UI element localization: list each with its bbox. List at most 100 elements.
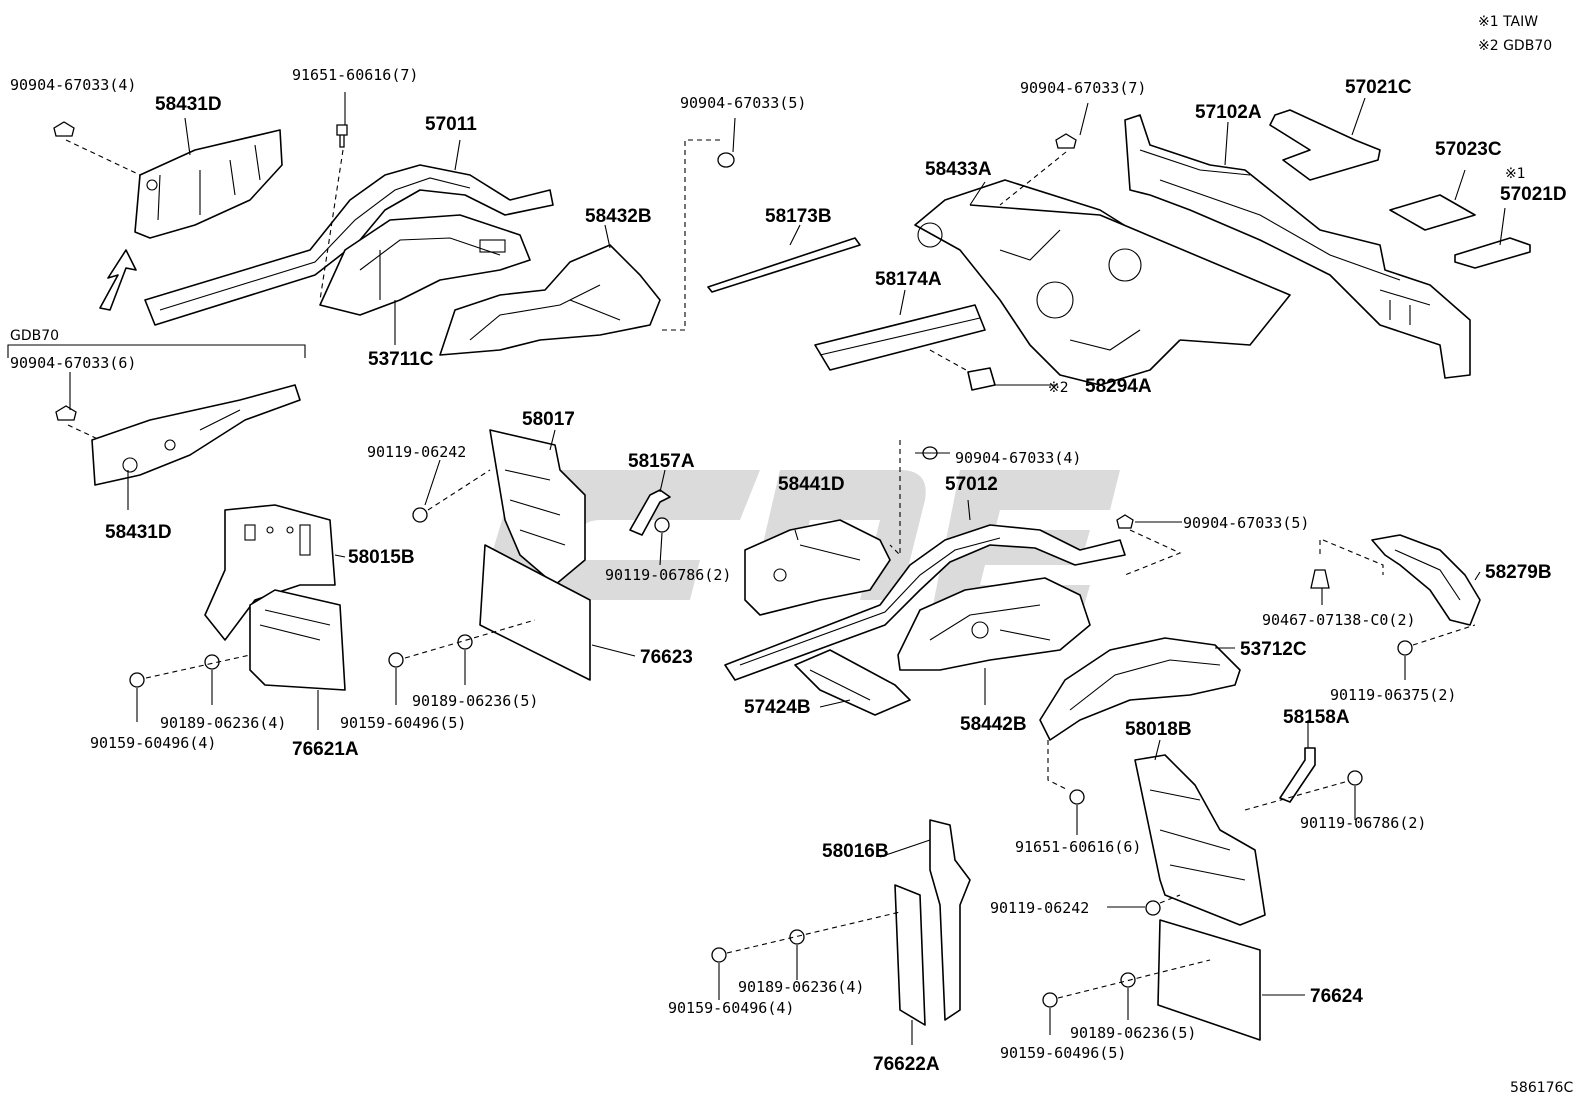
part-label-58174A[interactable]: 58174A bbox=[875, 269, 942, 290]
fastener-clip[interactable] bbox=[1116, 514, 1134, 529]
part-58279B[interactable] bbox=[1371, 534, 1481, 626]
part-label-57021C[interactable]: 57021C bbox=[1345, 77, 1412, 98]
fastener-label[interactable]: 90119-06786(2) bbox=[605, 566, 731, 584]
part-label-58432B[interactable]: 58432B bbox=[585, 206, 652, 227]
fastener-bolt[interactable] bbox=[1145, 900, 1161, 916]
part-label-58016B[interactable]: 58016B bbox=[822, 841, 889, 862]
part-label-58294A[interactable]: 58294A bbox=[1085, 376, 1152, 397]
part-58433A[interactable] bbox=[914, 179, 1291, 386]
fastener-label[interactable]: 90159-60496(4) bbox=[668, 999, 794, 1017]
fastener-label[interactable]: 90159-60496(4) bbox=[90, 734, 216, 752]
part-label-58431D[interactable]: 58431D bbox=[155, 94, 222, 115]
fastener-label[interactable]: 90904-67033(6) bbox=[10, 354, 136, 372]
part-label-76624[interactable]: 76624 bbox=[1310, 986, 1363, 1007]
part-76622A[interactable] bbox=[894, 884, 926, 1026]
part-57012[interactable] bbox=[724, 524, 1126, 681]
part-58294A[interactable] bbox=[967, 367, 996, 391]
part-label-76623[interactable]: 76623 bbox=[640, 647, 693, 668]
fastener-label[interactable]: 90189-06236(5) bbox=[412, 692, 538, 710]
part-label-58018B[interactable]: 58018B bbox=[1125, 719, 1192, 740]
fastener-label[interactable]: 90189-06236(4) bbox=[738, 978, 864, 996]
part-57023C[interactable] bbox=[1389, 194, 1476, 231]
part-label-57021D[interactable]: 57021D bbox=[1500, 184, 1567, 205]
part-label-58157A[interactable]: 58157A bbox=[628, 451, 695, 472]
part-label-58158A[interactable]: 58158A bbox=[1283, 707, 1350, 728]
part-58442B[interactable] bbox=[897, 577, 1091, 671]
fastener-bolt[interactable] bbox=[1347, 770, 1363, 786]
fastener-bolt[interactable] bbox=[412, 507, 428, 523]
fastener-label[interactable]: 90189-06236(5) bbox=[1070, 1024, 1196, 1042]
part-76624[interactable] bbox=[1157, 919, 1261, 1041]
part-label-58441D[interactable]: 58441D bbox=[778, 474, 845, 495]
fastener-bolt[interactable] bbox=[654, 517, 670, 533]
part-76623[interactable] bbox=[479, 544, 591, 681]
fastener-clip[interactable] bbox=[1055, 133, 1077, 149]
fastener-bolt[interactable] bbox=[388, 652, 404, 668]
part-57021C[interactable] bbox=[1269, 109, 1381, 181]
fastener-label[interactable]: 90119-06375(2) bbox=[1330, 686, 1456, 704]
part-57021D[interactable] bbox=[1454, 237, 1531, 269]
fastener-push-clip[interactable] bbox=[1310, 569, 1330, 589]
fastener-bolt[interactable] bbox=[129, 672, 145, 688]
fastener-label[interactable]: 90159-60496(5) bbox=[340, 714, 466, 732]
part-53711C[interactable] bbox=[319, 214, 531, 316]
part-label-58431D-gdb70[interactable]: 58431D bbox=[105, 522, 172, 543]
part-53712C[interactable] bbox=[1039, 637, 1241, 741]
fastener-clip[interactable] bbox=[53, 121, 75, 137]
fastener-nut[interactable] bbox=[789, 929, 805, 945]
fastener-bolt[interactable] bbox=[711, 947, 727, 963]
fastener-label[interactable]: 90159-60496(5) bbox=[1000, 1044, 1126, 1062]
part-label-58279B[interactable]: 58279B bbox=[1485, 562, 1552, 583]
fastener-clip[interactable] bbox=[717, 152, 735, 168]
fastener-label[interactable]: 90904-67033(4) bbox=[10, 76, 136, 94]
part-label-58173B[interactable]: 58173B bbox=[765, 206, 832, 227]
leader-line bbox=[1047, 740, 1069, 791]
part-58431D-top[interactable] bbox=[134, 129, 283, 239]
group-label-gdb70: GDB70 bbox=[10, 328, 59, 344]
fastener-label[interactable]: 90119-06242 bbox=[367, 443, 466, 461]
part-58441D[interactable] bbox=[744, 519, 891, 616]
part-58174A[interactable] bbox=[814, 304, 986, 371]
labels: ※1 TAIW ※2 GDB70 GDB70 586176C 58431D 57… bbox=[10, 14, 1573, 1096]
part-label-57012[interactable]: 57012 bbox=[945, 474, 998, 495]
fastener-label[interactable]: 90467-07138-C0(2) bbox=[1262, 611, 1416, 629]
part-label-58017[interactable]: 58017 bbox=[522, 409, 575, 430]
part-57102A[interactable] bbox=[1124, 114, 1471, 379]
fastener-label[interactable]: 91651-60616(6) bbox=[1015, 838, 1141, 856]
fastener-bolt[interactable] bbox=[1042, 992, 1058, 1008]
fastener-bolt[interactable] bbox=[336, 124, 348, 148]
part-58016B[interactable] bbox=[929, 819, 971, 1021]
part-label-58442B[interactable]: 58442B bbox=[960, 714, 1027, 735]
part-57424B[interactable] bbox=[794, 649, 911, 716]
part-label-57102A[interactable]: 57102A bbox=[1195, 102, 1262, 123]
part-76621A[interactable] bbox=[249, 589, 346, 691]
part-label-76622A[interactable]: 76622A bbox=[873, 1054, 940, 1075]
part-58173B[interactable] bbox=[707, 237, 861, 293]
part-58431D-gdb70[interactable] bbox=[91, 384, 301, 486]
fastener-label[interactable]: 90904-67033(7) bbox=[1020, 79, 1146, 97]
part-58157A[interactable] bbox=[629, 489, 671, 536]
leader-line bbox=[662, 139, 720, 331]
part-label-57023C[interactable]: 57023C bbox=[1435, 139, 1502, 160]
part-58432B[interactable] bbox=[439, 244, 661, 356]
part-58018B[interactable] bbox=[1134, 754, 1266, 926]
part-label-57011[interactable]: 57011 bbox=[425, 114, 477, 135]
fastener-clip[interactable] bbox=[55, 405, 77, 421]
part-label-57424B[interactable]: 57424B bbox=[744, 697, 811, 718]
fastener-bolt[interactable] bbox=[1069, 789, 1085, 805]
part-58017[interactable] bbox=[489, 429, 586, 586]
fastener-label[interactable]: 91651-60616(7) bbox=[292, 66, 418, 84]
fastener-label[interactable]: 90904-67033(5) bbox=[1183, 514, 1309, 532]
fastener-label[interactable]: 90119-06242 bbox=[990, 899, 1089, 917]
fastener-bolt[interactable] bbox=[1397, 640, 1413, 656]
part-label-58433A[interactable]: 58433A bbox=[925, 159, 992, 180]
fastener-label[interactable]: 90904-67033(5) bbox=[680, 94, 806, 112]
part-label-76621A[interactable]: 76621A bbox=[292, 739, 359, 760]
part-58158A[interactable] bbox=[1279, 747, 1316, 803]
part-label-53712C[interactable]: 53712C bbox=[1240, 639, 1307, 660]
fastener-label[interactable]: 90904-67033(4) bbox=[955, 449, 1081, 467]
fastener-label[interactable]: 90189-06236(4) bbox=[160, 714, 286, 732]
part-label-53711C[interactable]: 53711C bbox=[368, 349, 434, 370]
fastener-label[interactable]: 90119-06786(2) bbox=[1300, 814, 1426, 832]
part-label-58015B[interactable]: 58015B bbox=[348, 547, 415, 568]
